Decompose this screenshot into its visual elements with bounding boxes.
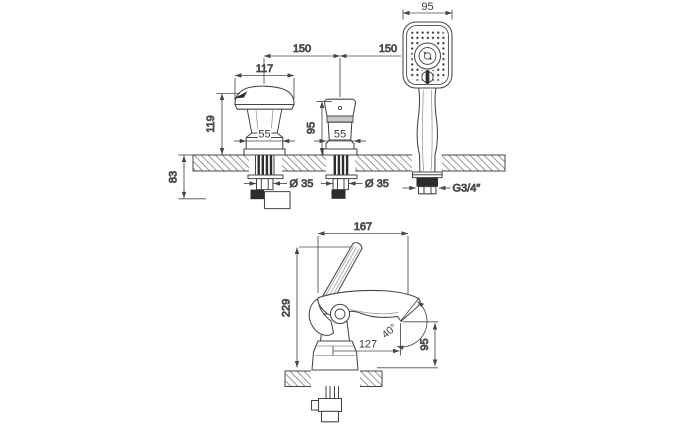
deck-rim — [192, 153, 506, 173]
dim-spout-base-label: 55 — [258, 129, 270, 141]
dim-spout-width-label: 117 — [256, 63, 274, 75]
side-shank — [310, 386, 343, 423]
dim-spout-base: 55 — [234, 127, 295, 144]
dim-under-deck-label: 83 — [168, 171, 180, 183]
dim-overall-height-label: 229 — [281, 299, 293, 317]
dim-shower-head-width: 95 — [402, 0, 453, 20]
dim-overall-height: 229 — [280, 247, 300, 368]
spout-base — [243, 148, 286, 156]
dim-outlet-height: 95 — [419, 323, 438, 366]
valve-cap — [323, 98, 357, 117]
shower-hose-connection — [411, 171, 443, 195]
dim-spacing: 150 150 — [263, 43, 401, 97]
spray-center-ring — [413, 42, 442, 70]
hand-shower — [402, 21, 453, 173]
dim-valve-hole: Ø 35 — [321, 178, 389, 190]
hose-thread — [416, 177, 438, 187]
dim-hose-thread-label: G3/4″ — [453, 183, 481, 195]
dim-overall-width-label: 167 — [354, 221, 372, 233]
spout-lock-nut — [250, 189, 264, 200]
side-view: 167 229 127 95 40° — [280, 221, 438, 423]
top-view: 150 150 — [167, 0, 506, 210]
valve-shank — [325, 155, 358, 199]
dim-valve-hole-label: Ø 35 — [365, 178, 389, 190]
dim-spout-width: 117 — [234, 63, 295, 100]
valve-base — [322, 148, 358, 156]
body-chin — [308, 298, 335, 336]
side-deck — [284, 369, 383, 388]
shower-grip — [416, 86, 439, 173]
dim-spacing-left-label: 150 — [293, 43, 311, 55]
dim-overall-width: 167 — [318, 221, 408, 236]
dim-spout-reach-label: 127 — [359, 339, 377, 351]
dim-spout-height: 119 — [205, 93, 240, 155]
dim-spray-angle-label: 40° — [380, 321, 400, 340]
valve-lock-nut — [331, 189, 346, 199]
dim-valve-base: 55 — [314, 127, 366, 144]
side-faucet — [308, 242, 421, 371]
body-ring — [329, 303, 351, 325]
spout-shank — [247, 155, 291, 210]
dim-spacing-right-label: 150 — [379, 43, 397, 55]
spout-hose-fitting — [263, 191, 291, 210]
dim-valve-height-label: 95 — [306, 122, 318, 134]
spout-opening — [233, 91, 248, 99]
dim-under-deck: 83 — [167, 154, 206, 200]
dim-outlet-height-label: 95 — [419, 338, 431, 350]
dim-valve-height: 95 — [305, 101, 332, 155]
dim-hose-thread: G3/4″ — [402, 182, 481, 195]
spout — [233, 85, 295, 156]
dim-spout-reach: 127 — [332, 337, 400, 356]
valve-handle — [322, 98, 358, 156]
dim-spout-height-label: 119 — [205, 115, 217, 133]
spout-dome — [234, 85, 295, 106]
dim-spout-hole-label: Ø 35 — [290, 178, 314, 190]
dim-shower-head-width-label: 95 — [421, 1, 433, 13]
dim-spout-hole: Ø 35 — [244, 178, 314, 190]
dim-valve-base-label: 55 — [334, 129, 346, 141]
